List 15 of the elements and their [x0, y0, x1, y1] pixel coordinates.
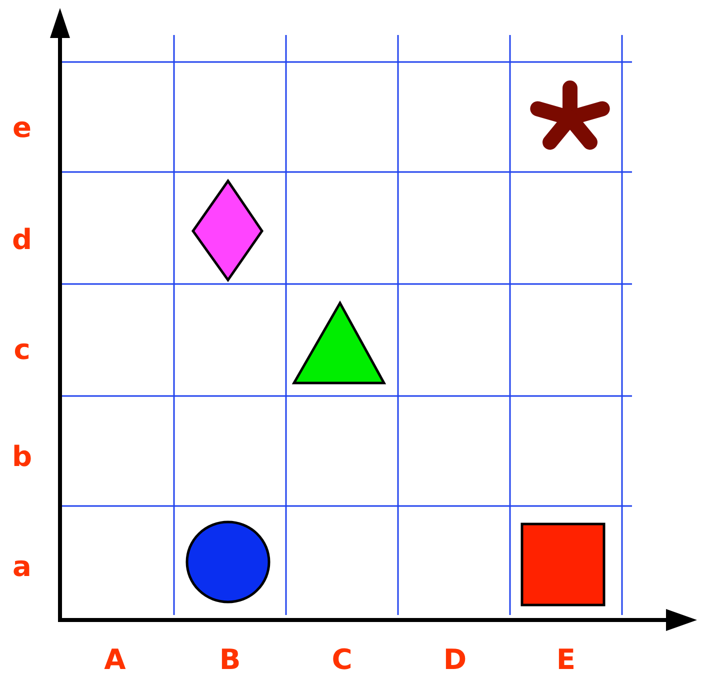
- axis-label: D: [443, 646, 467, 674]
- axis-label: A: [104, 646, 126, 674]
- circle-shape: [186, 520, 270, 604]
- asterisk-shape: [530, 80, 610, 150]
- square-shape: [520, 522, 606, 606]
- axis-label: a: [12, 553, 32, 581]
- axis-label: d: [12, 226, 32, 254]
- triangle-shape: [292, 300, 386, 384]
- axis-label: B: [219, 646, 241, 674]
- axis-label: e: [12, 114, 32, 142]
- axis-label: E: [556, 646, 576, 674]
- axis-label: C: [332, 646, 352, 674]
- diamond-shape: [191, 178, 264, 282]
- axis-label: c: [14, 336, 30, 364]
- axis-label: b: [12, 443, 32, 471]
